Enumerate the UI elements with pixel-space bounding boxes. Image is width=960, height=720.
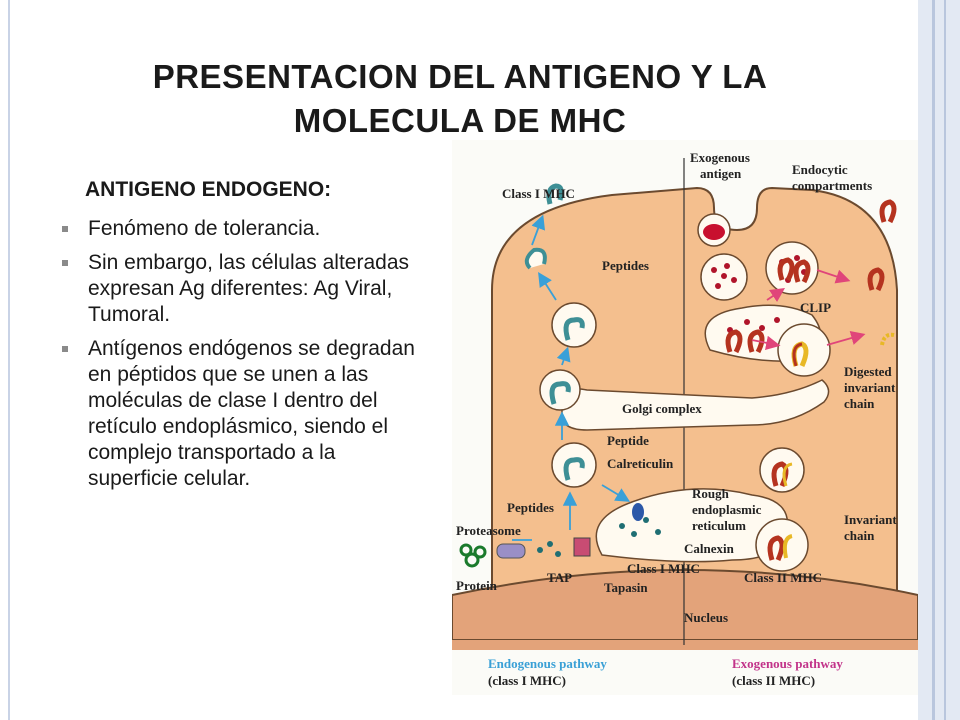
label-proteasome: Proteasome — [456, 523, 521, 538]
svg-text:reticulum: reticulum — [692, 518, 746, 533]
golgi-complex — [561, 379, 830, 431]
slide-title: PRESENTACION DEL ANTIGENO Y LA MOLECULA … — [60, 55, 860, 143]
bullet-text: Sin embargo, las células alteradas expre… — [88, 251, 410, 326]
svg-text:invariant: invariant — [844, 380, 896, 395]
svg-text:chain: chain — [844, 396, 875, 411]
legend-endogenous: Endogenous pathway — [488, 656, 607, 671]
protein-icon — [459, 543, 487, 568]
antigen-presentation-diagram: Exogenous antigen Class I MHC Endocytic … — [452, 140, 918, 695]
label-protein: Protein — [456, 578, 498, 593]
bullet-item: Sin embargo, las células alteradas expre… — [60, 250, 430, 328]
proteasome-icon — [496, 543, 526, 559]
tap-icon — [573, 537, 591, 557]
label-class1-mhc: Class I MHC — [502, 186, 575, 201]
svg-text:antigen: antigen — [700, 166, 742, 181]
label-nucleus: Nucleus — [684, 610, 728, 625]
label-clip: CLIP — [800, 300, 831, 315]
svg-text:(class I MHC): (class I MHC) — [488, 673, 566, 688]
diagram-svg: Exogenous antigen Class I MHC Endocytic … — [452, 150, 918, 688]
subheading: ANTIGENO ENDOGENO: — [85, 178, 332, 201]
svg-text:endoplasmic: endoplasmic — [692, 502, 762, 517]
label-golgi: Golgi complex — [622, 401, 702, 416]
rough-er — [595, 488, 789, 563]
label-tap: TAP — [547, 570, 572, 585]
slide-title-line1: PRESENTACION DEL ANTIGENO Y LA — [152, 58, 768, 95]
label-endocytic: Endocytic — [792, 162, 848, 177]
slide-right-border — [918, 0, 960, 720]
nucleus — [452, 568, 918, 641]
bullet-list: Fenómeno de tolerancia. Sin embargo, las… — [60, 216, 430, 500]
label-peptides-bottom: Peptides — [507, 500, 554, 515]
svg-text:compartments: compartments — [792, 178, 872, 193]
label-calnexin: Calnexin — [684, 541, 735, 556]
bullet-text: Antígenos endógenos se degradan en pépti… — [88, 337, 415, 490]
square-bullet-icon — [62, 260, 68, 266]
label-peptide: Peptide — [607, 433, 649, 448]
label-class2-mhc: Class II MHC — [744, 570, 822, 585]
slide-left-border — [8, 0, 10, 720]
label-peptides-top: Peptides — [602, 258, 649, 273]
label-digested: Digested — [844, 364, 892, 379]
label-rough-er: Rough — [692, 486, 730, 501]
slide-title-line2: MOLECULA DE MHC — [293, 102, 627, 139]
legend-exogenous: Exogenous pathway — [732, 656, 843, 671]
bullet-item: Fenómeno de tolerancia. — [60, 216, 430, 242]
label-class1-mhc-er: Class I MHC — [627, 561, 700, 576]
bullet-item: Antígenos endógenos se degradan en pépti… — [60, 336, 430, 492]
label-calreticulin: Calreticulin — [607, 456, 674, 471]
bullet-text: Fenómeno de tolerancia. — [88, 217, 321, 240]
svg-text:chain: chain — [844, 528, 875, 543]
svg-text:(class II MHC): (class II MHC) — [732, 673, 815, 688]
label-exogenous-antigen: Exogenous — [690, 150, 750, 165]
label-tapasin: Tapasin — [604, 580, 648, 595]
label-invariant: Invariant — [844, 512, 897, 527]
square-bullet-icon — [62, 226, 68, 232]
square-bullet-icon — [62, 346, 68, 352]
